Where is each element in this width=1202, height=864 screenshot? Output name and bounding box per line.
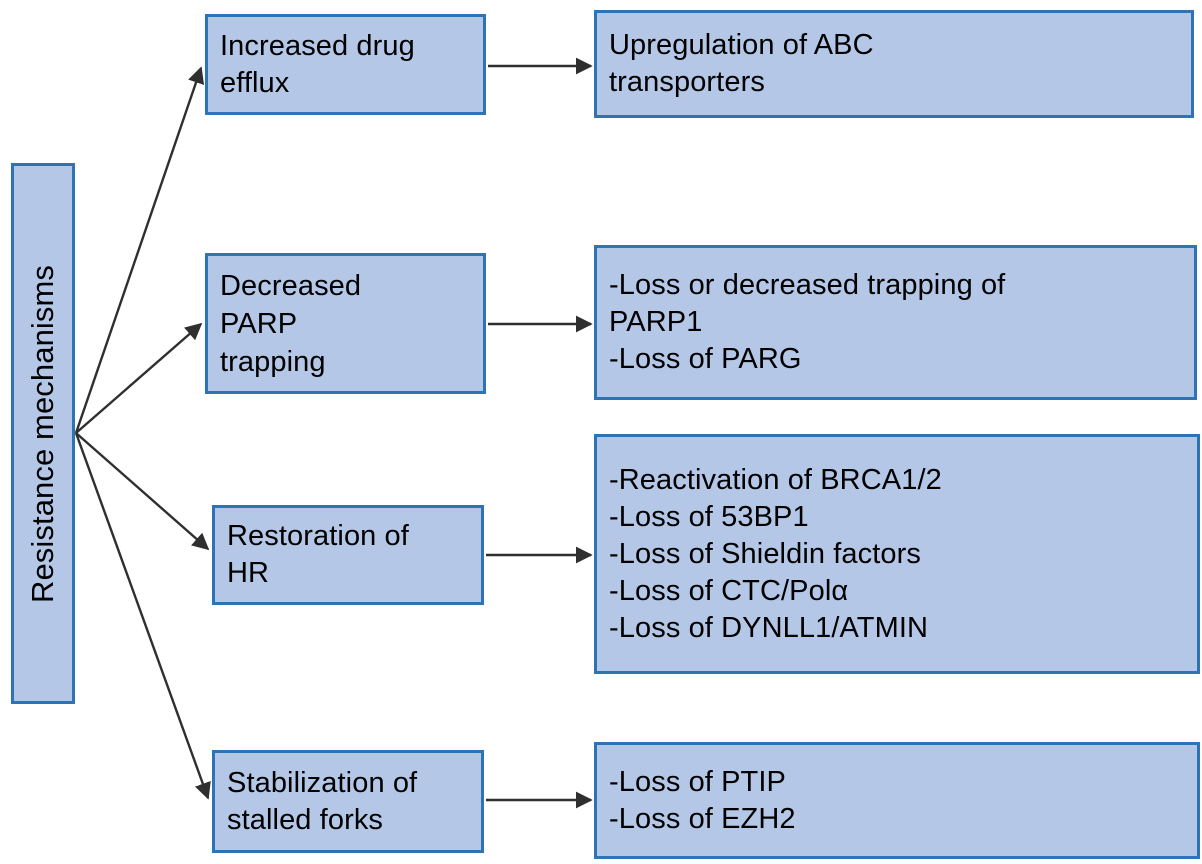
mechanism-node-stabilization-of-stalled-forks[interactable]: Stabilization of stalled forks — [212, 750, 484, 853]
root-node-label: Resistance mechanisms — [25, 264, 60, 603]
detail-node-parp-trapping-loss[interactable]: -Loss or decreased trapping of PARP1 -Lo… — [594, 245, 1197, 400]
mechanism-node-increased-drug-efflux[interactable]: Increased drug efflux — [205, 14, 486, 115]
connector-root-to-forks — [74, 432, 211, 800]
detail-node-hr-restoration-events[interactable]: -Reactivation of BRCA1/2 -Loss of 53BP1 … — [594, 434, 1200, 674]
mechanism-node-decreased-parp-trapping[interactable]: Decreased PARP trapping — [205, 253, 486, 394]
mechanism-node-restoration-of-hr[interactable]: Restoration of HR — [212, 505, 484, 605]
detail-node-abc-transporters[interactable]: Upregulation of ABC transporters — [594, 10, 1194, 118]
connector-root-to-hr — [75, 432, 210, 551]
connector-root-to-efflux — [74, 66, 205, 434]
detail-node-fork-stabilization-losses[interactable]: -Loss of PTIP -Loss of EZH2 — [594, 742, 1200, 859]
connector-root-to-parp — [75, 322, 203, 434]
root-node-resistance-mechanisms[interactable]: Resistance mechanisms — [11, 163, 75, 704]
